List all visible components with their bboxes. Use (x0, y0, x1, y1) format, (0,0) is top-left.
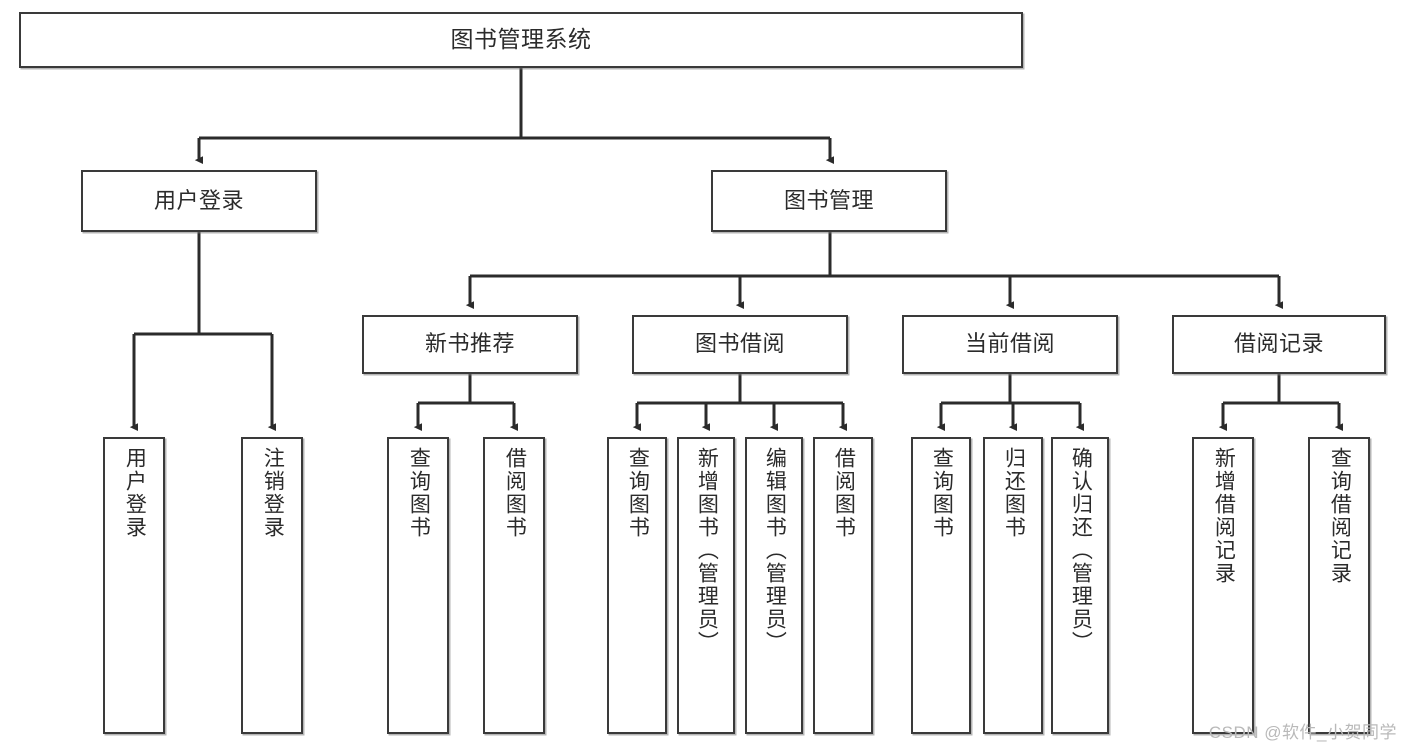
node-user-login-label: 用户登录 (153, 187, 244, 213)
node-root[interactable]: 图书管理系统 (19, 12, 1023, 68)
node-leaf-add-book[interactable]: 新增图书（管理员） (677, 437, 735, 734)
node-book-manage-label: 图书管理 (783, 187, 874, 213)
node-leaf-user-login[interactable]: 用户登录 (103, 437, 165, 734)
node-current-borrow[interactable]: 当前借阅 (902, 315, 1118, 374)
node-new-book-recommend-label: 新书推荐 (424, 331, 515, 357)
node-leaf-confirm-return-label: 确认归还（管理员） (1069, 447, 1093, 654)
node-leaf-add-record[interactable]: 新增借阅记录 (1192, 437, 1254, 734)
node-leaf-add-book-label: 新增图书（管理员） (695, 447, 719, 654)
node-leaf-user-logout-label: 注销登录 (261, 447, 285, 539)
node-leaf-user-login-label: 用户登录 (123, 447, 147, 539)
node-leaf-query-book-1-label: 查询图书 (407, 447, 431, 539)
node-leaf-edit-book[interactable]: 编辑图书（管理员） (745, 437, 803, 734)
node-leaf-edit-book-label: 编辑图书（管理员） (763, 447, 787, 654)
node-leaf-user-logout[interactable]: 注销登录 (241, 437, 303, 734)
node-leaf-query-record[interactable]: 查询借阅记录 (1308, 437, 1370, 734)
node-leaf-borrow-book-2[interactable]: 借阅图书 (813, 437, 873, 734)
node-leaf-return-book[interactable]: 归还图书 (983, 437, 1043, 734)
node-leaf-query-book-3[interactable]: 查询图书 (911, 437, 971, 734)
node-leaf-borrow-book-2-label: 借阅图书 (832, 447, 856, 539)
node-borrow-record[interactable]: 借阅记录 (1172, 315, 1386, 374)
node-leaf-borrow-book-1[interactable]: 借阅图书 (483, 437, 545, 734)
node-leaf-confirm-return[interactable]: 确认归还（管理员） (1051, 437, 1109, 734)
node-book-borrow[interactable]: 图书借阅 (632, 315, 848, 374)
node-leaf-return-book-label: 归还图书 (1002, 447, 1026, 539)
node-leaf-add-record-label: 新增借阅记录 (1212, 447, 1236, 585)
node-new-book-recommend[interactable]: 新书推荐 (362, 315, 578, 374)
node-borrow-record-label: 借阅记录 (1233, 331, 1324, 357)
node-leaf-borrow-book-1-label: 借阅图书 (503, 447, 527, 539)
watermark: CSDN @软件_小贺同学 (1208, 723, 1397, 742)
node-leaf-query-book-2[interactable]: 查询图书 (607, 437, 667, 734)
node-leaf-query-book-2-label: 查询图书 (626, 447, 650, 539)
node-current-borrow-label: 当前借阅 (964, 331, 1055, 357)
node-leaf-query-book-3-label: 查询图书 (930, 447, 954, 539)
node-book-borrow-label: 图书借阅 (694, 331, 785, 357)
node-root-label: 图书管理系统 (450, 26, 592, 53)
node-book-manage[interactable]: 图书管理 (711, 170, 947, 232)
node-user-login[interactable]: 用户登录 (81, 170, 317, 232)
node-leaf-query-record-label: 查询借阅记录 (1328, 447, 1352, 585)
node-leaf-query-book-1[interactable]: 查询图书 (387, 437, 449, 734)
